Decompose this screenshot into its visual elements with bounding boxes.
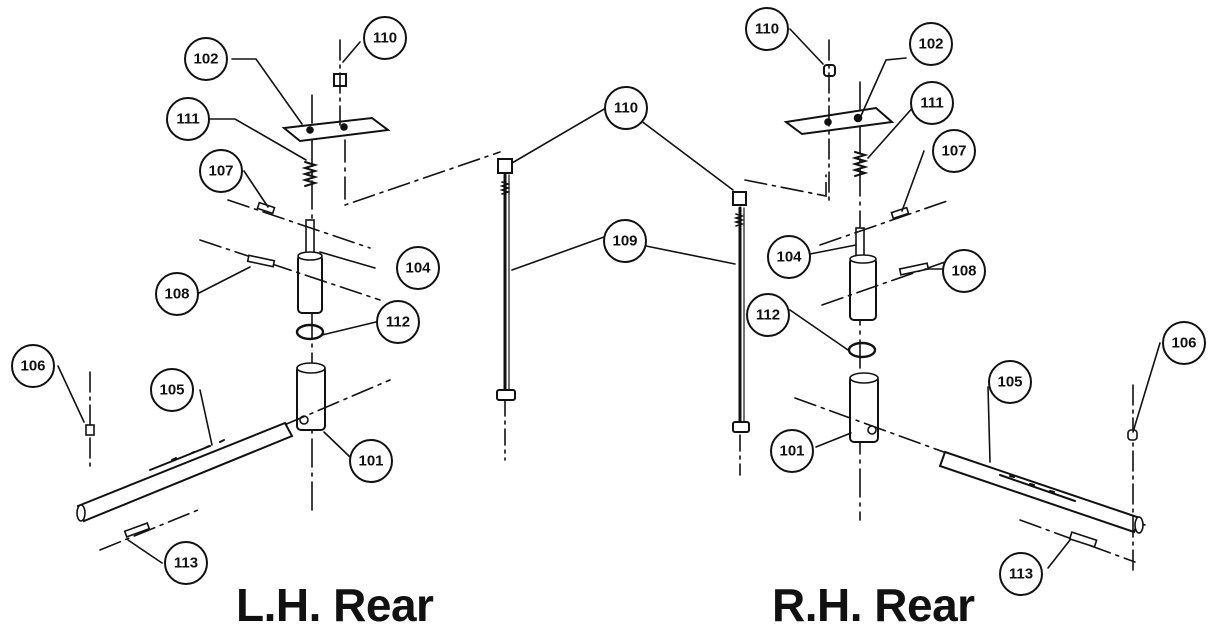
svg-text:104: 104 [405,260,431,277]
rh-rod-base [732,421,750,433]
lh-pin-113 [123,522,151,538]
callout-102-lh: 102 [184,37,228,81]
callout-105-rh: 105 [988,360,1032,404]
svg-text:108: 108 [951,263,976,280]
callout-109-center: 109 [603,219,647,263]
callout-112-rh: 112 [746,293,790,337]
rh-top-nut-110 [732,191,747,206]
callout-101-lh: 101 [349,439,393,483]
svg-text:113: 113 [174,555,198,572]
left-hand-rear-title: L.H. Rear [236,579,434,631]
svg-text:110: 110 [373,30,397,47]
lh-top-nut-110 [497,158,513,174]
svg-text:112: 112 [386,314,410,331]
callout-111-lh: 111 [166,97,210,141]
rh-pin-113 [1068,531,1098,548]
callout-112-lh: 112 [376,300,420,344]
rh-cylinder [849,257,877,321]
rh-pin-106 [1127,429,1138,441]
callout-108-lh: 108 [155,272,199,316]
callout-110-lh: 110 [363,16,407,60]
lh-cylinder [297,254,323,314]
callout-111-rh: 111 [910,81,954,125]
svg-text:111: 111 [920,95,943,112]
svg-text:106: 106 [20,358,45,375]
callout-107-rh: 107 [932,129,976,173]
callout-106-rh: 106 [1162,321,1206,365]
svg-text:101: 101 [358,453,383,470]
svg-text:110: 110 [614,100,638,117]
rh-pin-107 [890,206,910,220]
callout-104-lh: 104 [396,246,440,290]
rh-spring-111 [851,151,869,177]
callout-105-lh: 105 [150,368,194,412]
callout-110-rh: 110 [745,7,789,51]
svg-text:113: 113 [1009,566,1033,583]
svg-text:108: 108 [164,286,189,303]
rh-axle-105 [938,450,1142,534]
lh-pin-108 [246,254,276,268]
svg-text:106: 106 [1171,335,1196,352]
svg-text:102: 102 [918,36,943,53]
callout-102-rh: 102 [909,22,953,66]
rh-pin-108 [898,262,930,276]
rh-snap-ring-112 [847,341,877,359]
svg-text:104: 104 [776,249,802,266]
lh-snap-ring-112 [295,323,325,341]
callout-110-center: 110 [604,86,648,130]
lh-pin-106 [85,424,95,436]
callout-113-rh: 113 [999,552,1043,596]
svg-text:111: 111 [176,111,199,128]
svg-text:101: 101 [779,443,804,460]
lh-axle-105 [76,421,294,523]
right-hand-rear-title: R.H. Rear [772,579,975,631]
lh-plate-102 [281,116,391,143]
svg-text:112: 112 [756,307,780,324]
svg-text:102: 102 [193,51,218,68]
svg-text:105: 105 [159,382,184,399]
callout-108-rh: 108 [942,249,986,293]
callout-107-lh: 107 [199,149,243,193]
svg-text:105: 105 [997,374,1022,391]
svg-text:109: 109 [612,233,637,250]
svg-text:110: 110 [755,21,779,38]
svg-text:107: 107 [941,143,966,160]
lh-rod-base [496,389,516,401]
callout-113-lh: 113 [164,541,208,585]
rh-plate-102 [783,106,895,136]
lh-spring-111 [301,161,319,187]
callout-106-lh: 106 [11,344,55,388]
svg-text:107: 107 [208,163,233,180]
callout-104-rh: 104 [767,235,811,279]
callout-101-rh: 101 [770,429,814,473]
